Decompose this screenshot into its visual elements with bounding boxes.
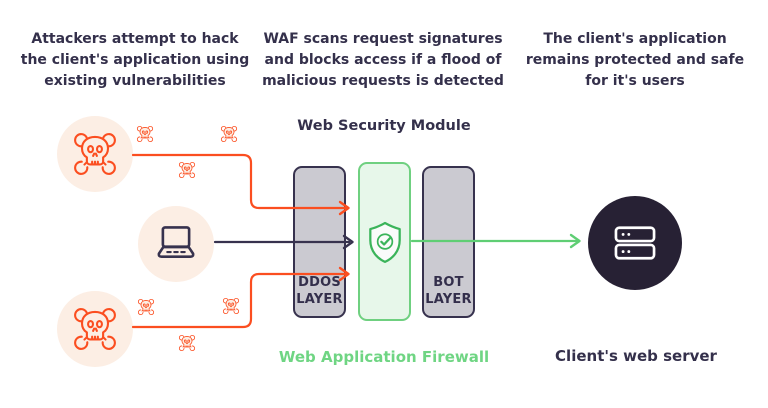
- ddos-layer-label-line1: DDOS: [298, 275, 341, 291]
- header-client-line1: The client's application: [543, 31, 727, 47]
- bot-layer-label-line1: BOT: [433, 275, 464, 291]
- mini-skull-bot-icon: [178, 334, 196, 352]
- skull-crossed-wrenches-icon: [74, 133, 116, 175]
- mini-skull-bot-icon: [178, 161, 196, 179]
- client-device-bubble: [138, 206, 214, 282]
- server-label: Client's web server: [555, 347, 717, 365]
- laptop-icon: [157, 226, 195, 258]
- header-attackers-line3: existing vulnerabilities: [44, 73, 226, 89]
- header-client: The client's application remains protect…: [526, 29, 744, 92]
- header-attackers-line2: the client's application using: [20, 52, 250, 68]
- mini-skull-bot-icon: [222, 297, 240, 315]
- mini-skull-bot-icon: [137, 298, 155, 316]
- ddos-layer-label-line2: LAYER: [296, 292, 343, 308]
- skull-crossed-wrenches-icon: [74, 308, 116, 350]
- waf-caption: Web Application Firewall: [278, 348, 490, 366]
- header-waf-line3: malicious requests is detected: [262, 73, 504, 89]
- server-circle: [588, 196, 682, 290]
- header-waf-line1: WAF scans request signatures: [263, 31, 503, 47]
- header-waf: WAF scans request signatures and blocks …: [262, 29, 504, 92]
- ddos-layer-label: DDOS LAYER: [295, 275, 344, 309]
- mini-skull-bot-icon: [220, 125, 238, 143]
- safe-arrow-head: [569, 233, 581, 249]
- header-attackers-line1: Attackers attempt to hack: [31, 31, 239, 47]
- mini-skull-bot-icon: [136, 125, 154, 143]
- header-client-line3: for it's users: [585, 73, 685, 89]
- shield-check-icon: [368, 221, 401, 263]
- ddos-layer-box: DDOS LAYER: [293, 166, 346, 318]
- attacker-bubble-top: [57, 116, 133, 192]
- header-waf-line2: and blocks access if a flood of: [264, 52, 502, 68]
- bot-layer-box: BOT LAYER: [422, 166, 475, 318]
- header-client-line2: remains protected and safe: [525, 52, 745, 68]
- waf-shield-box: [358, 162, 411, 321]
- bot-layer-label: BOT LAYER: [424, 275, 473, 309]
- web-security-module-title: Web Security Module: [297, 118, 471, 134]
- bot-layer-label-line2: LAYER: [425, 292, 472, 308]
- attacker-bubble-bottom: [57, 291, 133, 367]
- header-attackers: Attackers attempt to hack the client's a…: [21, 29, 249, 92]
- server-rack-icon: [614, 226, 656, 260]
